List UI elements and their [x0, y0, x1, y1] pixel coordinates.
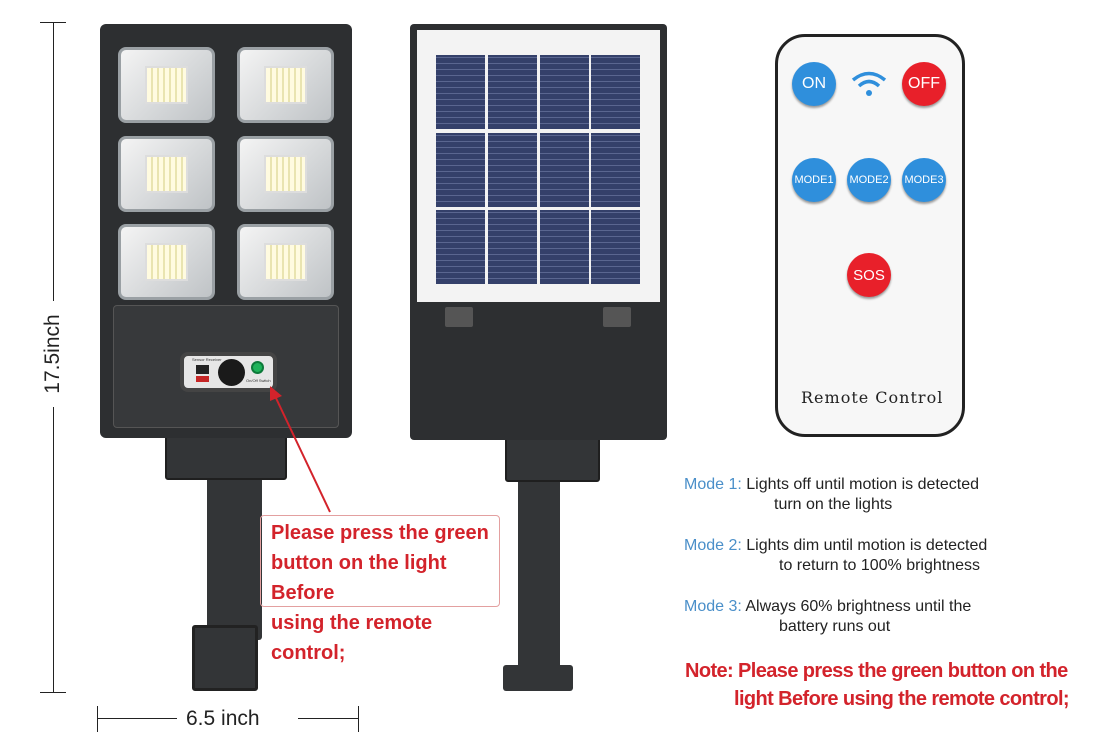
width-label: 6.5 inch	[186, 707, 260, 730]
mode2-button[interactable]: MODE2	[847, 158, 891, 202]
led-lamp-head	[237, 47, 334, 123]
mount-bracket	[165, 430, 287, 480]
panel-hinge	[445, 307, 473, 327]
mode3-button[interactable]: MODE3	[902, 158, 946, 202]
sensor-module: Sensor Receiver On/Off Switch	[180, 352, 277, 392]
led-lamp-head	[237, 224, 334, 300]
mode-3-line: Mode 3: Always 60% brightness until the	[684, 598, 971, 616]
solar-cell	[488, 55, 537, 129]
callout-line: button on the light Before	[271, 552, 447, 604]
callout-line: using the remote control;	[271, 612, 433, 664]
callout-line: Please press the green	[271, 522, 489, 544]
solar-cell	[540, 210, 589, 284]
rear-mount-bracket	[505, 436, 600, 482]
mode-label: Mode 3:	[684, 598, 742, 615]
solar-cell	[591, 133, 640, 207]
note-line: light Before using the remote control;	[734, 688, 1070, 710]
led-lamp-head	[118, 224, 215, 300]
mode-desc: turn on the lights	[774, 496, 893, 513]
dimension-tick	[97, 706, 98, 732]
solar-cell	[436, 133, 485, 207]
power-button[interactable]	[251, 361, 264, 374]
solar-cell	[436, 210, 485, 284]
rear-mount-arm	[518, 478, 560, 668]
mount-clamp	[192, 625, 258, 691]
led-lamp-head	[118, 47, 215, 123]
mode-label: Mode 1:	[684, 476, 742, 493]
led-lamp-head	[118, 136, 215, 212]
mode-label: Mode 2:	[684, 537, 742, 554]
callout-box: Please press the green button on the lig…	[260, 515, 500, 664]
mode-1-line: Mode 1: Lights off until motion is detec…	[684, 476, 979, 494]
switch-label: On/Off Switch	[246, 378, 271, 383]
sos-button[interactable]: SOS	[847, 253, 891, 297]
solar-cell	[488, 133, 537, 207]
wifi-icon	[851, 71, 887, 96]
sensor-receiver	[196, 365, 209, 374]
sensor-receiver-label: Sensor Receiver	[192, 357, 222, 362]
on-button[interactable]: ON	[792, 62, 836, 106]
solar-cell	[436, 55, 485, 129]
mode-desc: battery runs out	[779, 618, 891, 635]
solar-cell	[540, 55, 589, 129]
mode-desc: to return to 100% brightness	[779, 557, 981, 574]
solar-cell	[591, 55, 640, 129]
remote-title: Remote Control	[801, 388, 944, 407]
dimension-tick	[40, 692, 66, 693]
solar-cell	[591, 210, 640, 284]
mode-desc: Always 60% brightness until the	[745, 598, 972, 615]
mode1-button[interactable]: MODE1	[792, 158, 836, 202]
panel-hinge	[603, 307, 631, 327]
rear-mount-foot	[503, 665, 573, 691]
mode-2-line: Mode 2: Lights dim until motion is detec…	[684, 537, 987, 555]
width-dimension-line	[97, 718, 177, 719]
mode-desc: Lights dim until motion is detected	[746, 537, 988, 554]
note-line: Note: Please press the green button on t…	[685, 660, 1068, 682]
pir-sensor	[218, 359, 245, 386]
solar-cell	[540, 133, 589, 207]
off-button[interactable]: OFF	[902, 62, 946, 106]
mode-desc: Lights off until motion is detected	[746, 476, 979, 493]
dimension-tick	[358, 706, 359, 732]
indicator-light	[196, 376, 209, 382]
led-lamp-head	[237, 136, 334, 212]
dimension-tick	[40, 22, 66, 23]
mount-arm	[207, 450, 262, 640]
width-dimension-line	[298, 718, 358, 719]
solar-cell	[488, 210, 537, 284]
